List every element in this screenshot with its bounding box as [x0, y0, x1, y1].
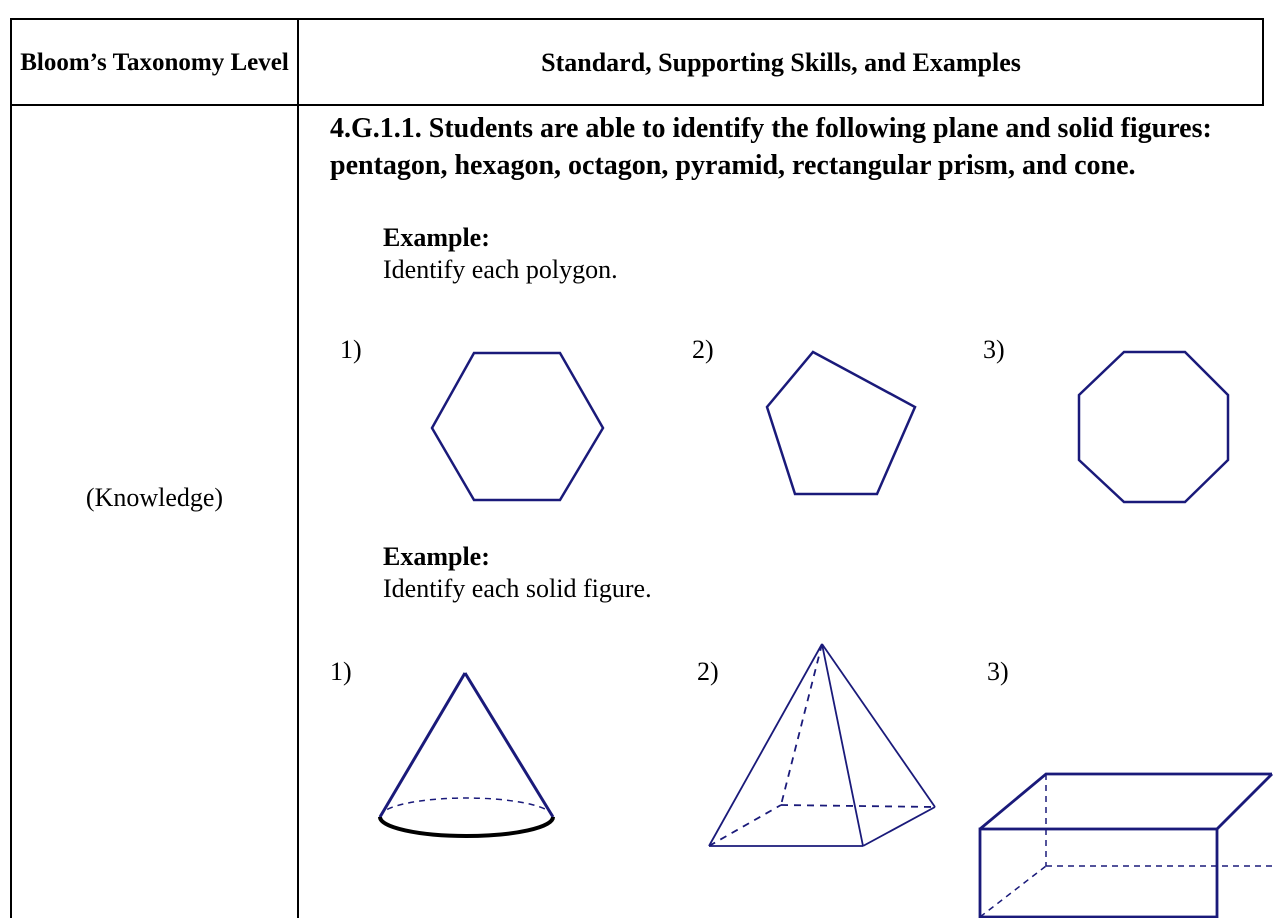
rectangular-prism-figure	[978, 772, 1273, 918]
pyramid-figure	[708, 643, 936, 847]
header-standard: Standard, Supporting Skills, and Example…	[541, 47, 1021, 77]
example-heading-solids: Example:	[383, 542, 490, 571]
polygon-number-3: 3)	[983, 335, 1005, 364]
table-column-divider	[297, 18, 299, 918]
table-header-divider	[10, 104, 1264, 106]
table-border-top	[10, 18, 1264, 20]
header-bloom-level: Bloom’s Taxonomy Level	[20, 48, 289, 76]
solid-number-2: 2)	[697, 657, 719, 686]
table-border-left	[10, 18, 12, 918]
octagon-figure	[1077, 350, 1230, 504]
solid-number-3: 3)	[987, 657, 1009, 686]
cone-figure	[378, 672, 555, 838]
standard-statement: 4.G.1.1. Students are able to identify t…	[330, 113, 1212, 181]
pentagon-figure	[765, 350, 917, 496]
example-heading-polygons: Example:	[383, 223, 490, 252]
hexagon-figure	[430, 351, 605, 502]
table-border-right	[1262, 18, 1264, 106]
solid-number-1: 1)	[330, 657, 352, 686]
polygon-number-2: 2)	[692, 335, 714, 364]
example-prompt-solids: Identify each solid figure.	[383, 574, 652, 603]
polygon-number-1: 1)	[340, 335, 362, 364]
example-prompt-polygons: Identify each polygon.	[383, 255, 618, 284]
bloom-level-label: (Knowledge)	[85, 483, 224, 512]
